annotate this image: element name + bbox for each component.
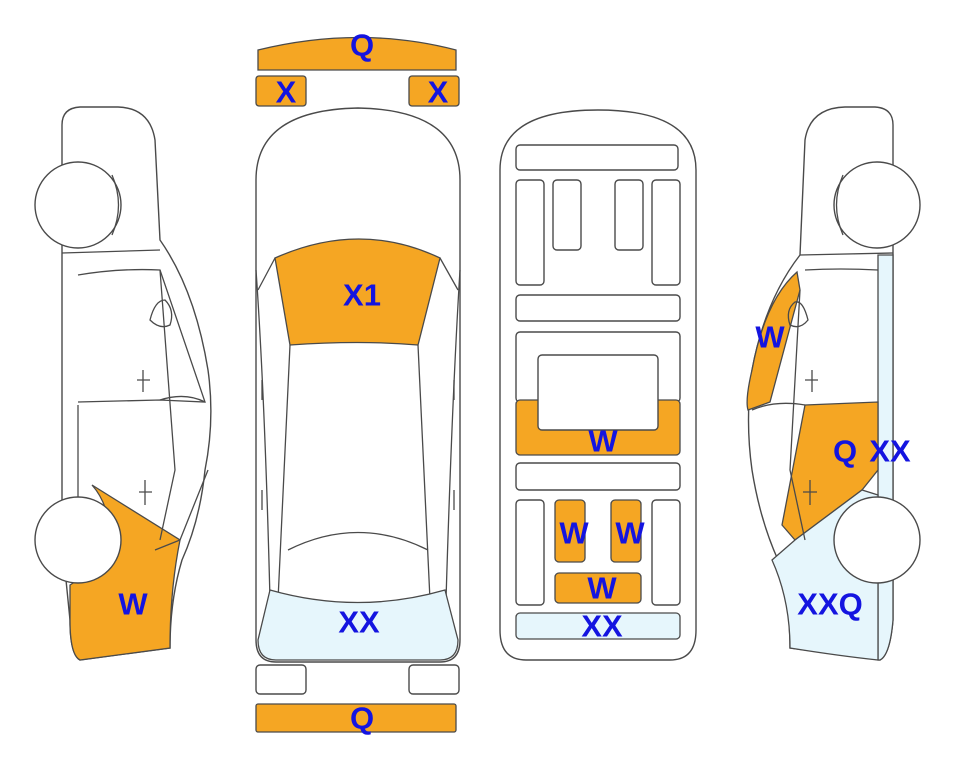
- right-front-wheel: [833, 161, 921, 249]
- right-headlight: [408, 75, 460, 107]
- label-cabin-rear-bench: W: [587, 571, 617, 606]
- label-cabin-roof-center: W: [588, 424, 618, 459]
- car-left-side-view: W: [34, 106, 212, 661]
- rear-window: [257, 589, 459, 661]
- cabin-trunk: [515, 612, 681, 640]
- label-right-headlight: X: [428, 75, 449, 110]
- car-top-view: Q X X X1 XX Q: [255, 28, 461, 736]
- label-right-side-rear: XXQ: [797, 587, 862, 622]
- label-left-side-rear: W: [118, 587, 148, 622]
- label-rear-bumper: Q: [350, 701, 374, 736]
- right-side-front-panel: [746, 270, 801, 411]
- label-right-side-front: W: [755, 320, 785, 355]
- left-rear-wheel: [34, 496, 122, 584]
- car-right-side-view: W Q XX XXQ: [746, 106, 921, 661]
- cabin-seat-right: [610, 499, 642, 563]
- cabin-rear-bench: [554, 572, 642, 604]
- label-rear-window: XX: [338, 605, 380, 640]
- label-cabin-trunk: XX: [581, 609, 623, 644]
- left-front-wheel: [34, 161, 122, 249]
- right-taillight: [408, 664, 460, 695]
- rear-bumper: [255, 703, 457, 733]
- cabin-seat-left: [554, 499, 586, 563]
- left-headlight: [255, 75, 307, 107]
- right-rear-wheel: [833, 496, 921, 584]
- label-right-side-door: Q: [833, 434, 857, 469]
- label-hood: X1: [343, 278, 381, 313]
- label-front-bumper: Q: [350, 28, 374, 63]
- car-cabin-view: W W W W XX: [499, 109, 697, 661]
- front-bumper: [257, 36, 457, 71]
- label-left-headlight: X: [276, 75, 297, 110]
- left-taillight: [255, 664, 307, 695]
- label-right-side-pillar: XX: [869, 434, 911, 469]
- label-cabin-seat-right: W: [615, 516, 645, 551]
- label-cabin-seat-left: W: [559, 516, 589, 551]
